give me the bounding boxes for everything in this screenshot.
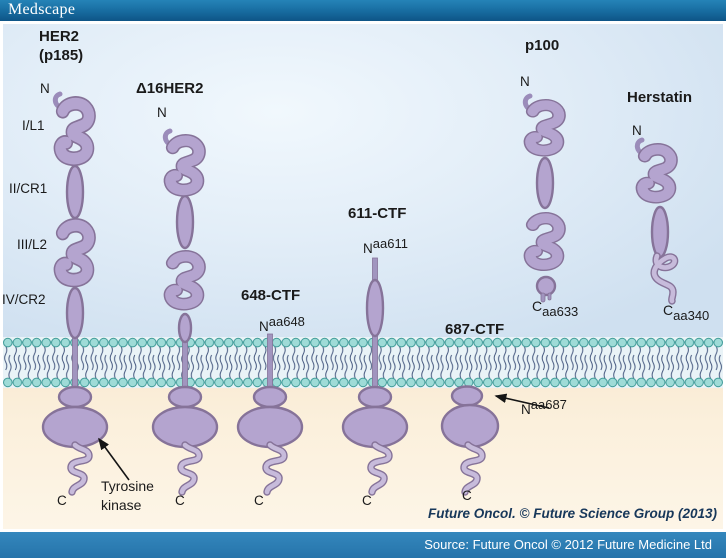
her2-title-line2: (p185) <box>39 47 84 64</box>
figure-credit: Future Oncol. © Future Science Group (20… <box>428 506 717 521</box>
n-label: N <box>363 241 373 256</box>
her2-n-terminus-label: N <box>40 81 50 96</box>
her2-title: HER2 (p185) <box>39 27 83 65</box>
protein-her2-shape <box>41 91 109 492</box>
delta16her2-title: Δ16HER2 <box>136 80 204 97</box>
cell-membrane-bilayer <box>3 337 723 388</box>
ctf648-n-terminus-label: Naa648 <box>259 314 305 334</box>
protein-delta16her2-shape <box>151 128 219 492</box>
tyrosine-kinase-line2: kinase <box>101 497 142 513</box>
aa648-position-label: aa648 <box>268 314 305 329</box>
ctf687-n-terminus-label: Naa687 <box>521 397 567 417</box>
p100-n-terminus-label: N <box>520 74 530 89</box>
ctf687-c-terminus-label: C <box>462 488 472 503</box>
ctf611-c-terminus-label: C <box>362 493 372 508</box>
ctf611-n-terminus-label: Naa611 <box>363 236 408 256</box>
tyrosine-kinase-annotation: Tyrosine kinase <box>101 477 154 515</box>
her2-c-terminus-label: C <box>57 493 67 508</box>
herstatin-c-terminus-label: Caa340 <box>663 302 709 323</box>
p100-c-terminus-label: Caa633 <box>532 298 578 319</box>
aa611-position-label: aa611 <box>372 236 408 251</box>
source-bar: Source: Future Oncol © 2012 Future Medic… <box>0 532 726 558</box>
ctf687-title: 687-CTF <box>445 321 505 338</box>
ctf648-title: 648-CTF <box>241 287 301 304</box>
herstatin-n-terminus-label: N <box>632 123 642 138</box>
n-label: N <box>521 402 531 417</box>
p100-title: p100 <box>525 37 560 54</box>
brand-bar: Medscape <box>0 0 726 21</box>
herstatin-title: Herstatin <box>627 89 693 106</box>
tyrosine-kinase-line1: Tyrosine <box>101 478 154 494</box>
domain-label-iv-cr2: IV/CR2 <box>2 292 46 307</box>
ctf611-title: 611-CTF <box>348 205 407 222</box>
protein-p100-shape <box>522 93 559 303</box>
ctf687-n-terminus-arrow <box>494 393 550 409</box>
domain-label-i-l1: I/L1 <box>22 118 45 133</box>
domain-label-ii-cr1: II/CR1 <box>9 181 48 196</box>
tyrosine-kinase-arrow <box>98 437 130 481</box>
protein-611ctf-shape <box>341 257 409 492</box>
ctf648-c-terminus-label: C <box>254 493 264 508</box>
extracellular-region <box>3 24 723 337</box>
aa633-position-label: aa633 <box>542 304 579 319</box>
medscape-logo: Medscape <box>8 1 76 18</box>
protein-687ctf-shape <box>440 385 500 493</box>
her2-title-line1: HER2 <box>39 28 80 45</box>
aa340-position-label: aa340 <box>673 308 710 323</box>
c-label: C <box>663 302 674 318</box>
protein-herstatin-shape <box>634 137 679 305</box>
aa687-position-label: aa687 <box>530 397 567 412</box>
c-label: C <box>532 298 543 314</box>
delta16her2-n-terminus-label: N <box>157 105 167 120</box>
source-text: Source: Future Oncol © 2012 Future Medic… <box>424 537 712 552</box>
domain-label-iii-l2: III/L2 <box>17 237 48 252</box>
protein-648ctf-shape <box>236 333 304 492</box>
n-label: N <box>259 319 269 334</box>
delta16her2-c-terminus-label: C <box>175 493 185 508</box>
